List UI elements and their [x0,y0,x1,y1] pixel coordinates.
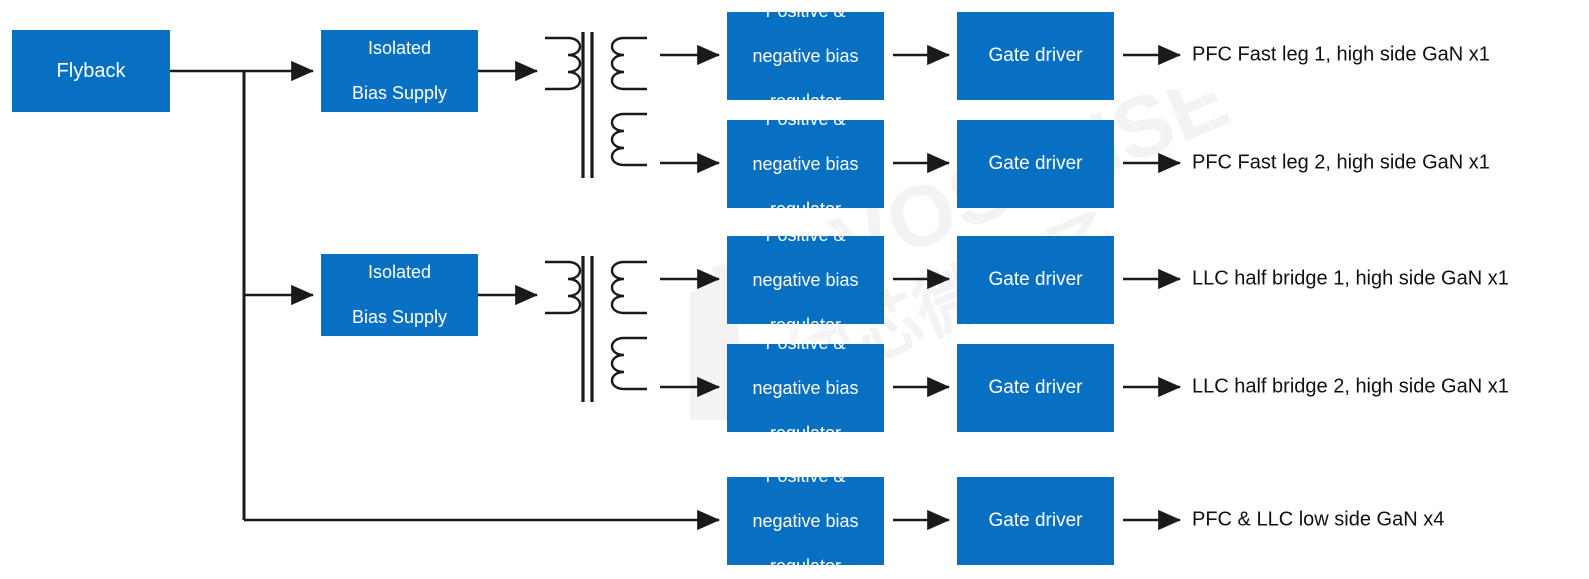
node-gate-driver-5[interactable]: Gate driver [957,477,1114,565]
node-regulator-1[interactable]: Positive & negative bias regulator [727,1,884,111]
reg5-line2: negative bias [752,510,859,531]
output-label-4: LLC half bridge 2, high side GaN x1 [1192,375,1509,398]
reg2-line2: negative bias [752,153,859,174]
reg1-line2: negative bias [752,45,859,66]
node-flyback-label: Flyback [56,59,126,82]
output-label-3: LLC half bridge 1, high side GaN x1 [1192,267,1509,290]
reg3-line1: Positive & [765,224,846,245]
reg3-line3: regulator [769,314,842,335]
node-gate-driver-4[interactable]: Gate driver [957,344,1114,432]
reg4-line1: Positive & [765,332,846,353]
node-regulator-2[interactable]: Positive & negative bias regulator [727,109,884,219]
node-regulator-4[interactable]: Positive & negative bias regulator [727,333,884,443]
gate-driver-5-label: Gate driver [988,510,1083,532]
output-label-2: PFC Fast leg 2, high side GaN x1 [1192,151,1490,174]
gate-driver-1-label: Gate driver [988,45,1083,67]
node-regulator-3[interactable]: Positive & negative bias regulator [727,225,884,335]
transformer-1 [545,32,647,178]
node-gate-driver-1[interactable]: Gate driver [957,12,1114,100]
transformer-2 [545,256,647,402]
reg1-line3: regulator [769,90,842,111]
output-label-1: PFC Fast leg 1, high side GaN x1 [1192,43,1490,66]
node-gate-driver-3[interactable]: Gate driver [957,236,1114,324]
reg2-line1: Positive & [765,108,846,129]
gate-driver-2-label: Gate driver [988,153,1083,175]
reg3-line2: negative bias [752,269,859,290]
node-isolated-bias-supply-1[interactable]: Isolated Bias Supply [321,30,478,112]
ibs2-label-line2: Bias Supply [351,307,448,328]
reg4-line2: negative bias [752,377,859,398]
output-label-5: PFC & LLC low side GaN x4 [1192,508,1445,531]
gate-driver-3-label: Gate driver [988,269,1083,291]
reg5-line3: regulator [769,555,842,576]
ibs1-label-line2: Bias Supply [351,83,448,104]
ibs2-label-line1: Isolated [367,262,432,283]
reg1-line1: Positive & [765,0,846,21]
reg2-line3: regulator [769,198,842,219]
node-gate-driver-2[interactable]: Gate driver [957,120,1114,208]
node-regulator-5[interactable]: Positive & negative bias regulator [727,466,884,576]
ibs1-label-line1: Isolated [367,38,432,59]
node-isolated-bias-supply-2[interactable]: Isolated Bias Supply [321,254,478,336]
gate-driver-4-label: Gate driver [988,377,1083,399]
reg5-line1: Positive & [765,465,846,486]
reg4-line3: regulator [769,422,842,443]
node-flyback[interactable]: Flyback [12,30,170,112]
